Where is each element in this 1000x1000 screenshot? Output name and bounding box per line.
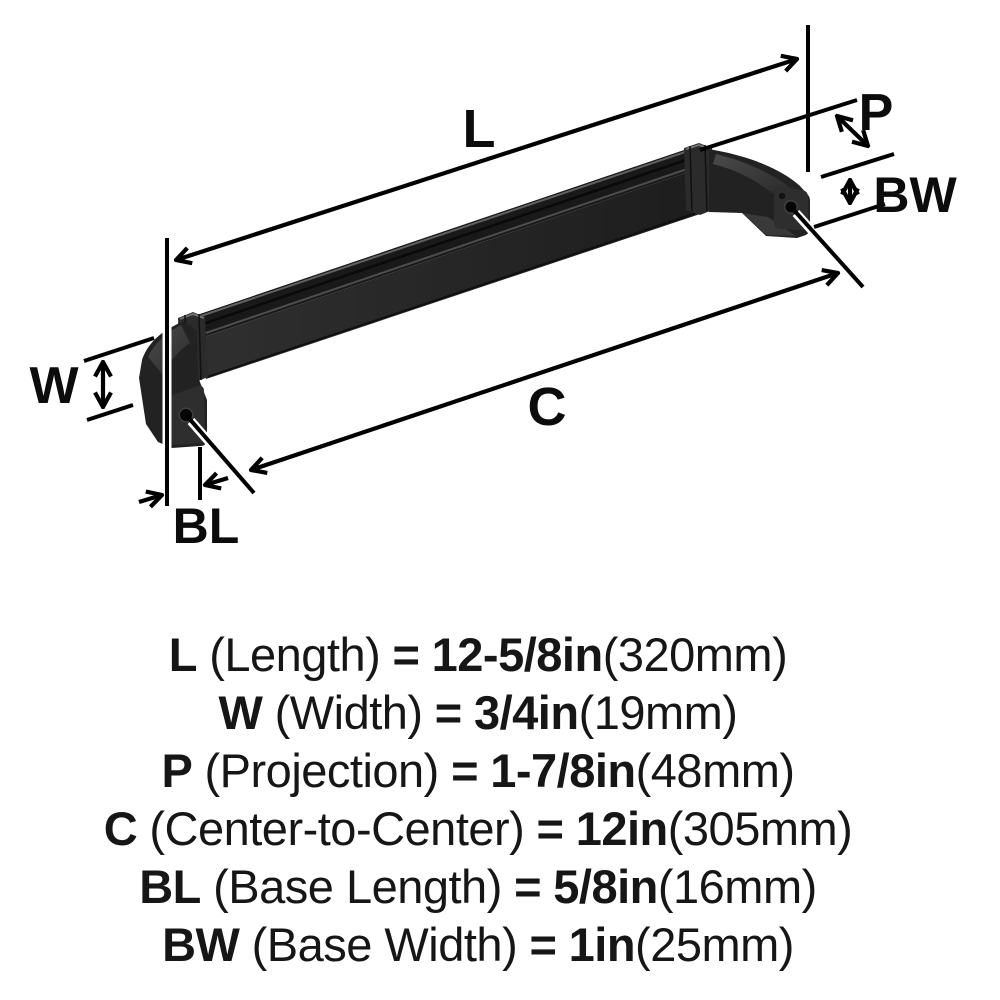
legend-metric: (16mm)	[657, 860, 817, 913]
legend-name: (Projection)	[204, 744, 440, 797]
legend-name: (Center-to-Center)	[149, 802, 525, 855]
extension-bw-bottom	[813, 202, 886, 229]
legend-value: 1in	[568, 918, 636, 971]
legend-row-length: L(Length)=12-5/8in(320mm)	[0, 626, 956, 684]
legend-symbol: BW	[162, 918, 240, 971]
dimension-arrows	[103, 59, 868, 502]
bar-groove-line	[193, 155, 696, 329]
diagram-labels: L C W P BW BL	[29, 84, 957, 554]
extension-c-right	[790, 206, 865, 289]
label-length: L	[463, 99, 496, 159]
legend-value: 5/8in	[553, 860, 658, 913]
bar-edge-highlight	[196, 165, 697, 337]
legend-symbol: BL	[139, 860, 201, 913]
dimension-line-L	[176, 59, 797, 260]
legend-symbol: P	[161, 744, 193, 797]
dimension-line-P	[837, 116, 868, 146]
dimension-legend: L(Length)=12-5/8in(320mm) W(Width)=3/4in…	[0, 626, 1000, 974]
extension-w-bottom	[86, 403, 134, 422]
legend-metric: (305mm)	[667, 802, 853, 855]
dimension-diagram: L C W P BW BL	[29, 25, 957, 554]
legend-value: 1-7/8in	[490, 744, 636, 797]
legend-metric: (25mm)	[635, 918, 794, 971]
legend-metric: (19mm)	[578, 686, 738, 739]
dimension-arrow-BL-right	[205, 478, 229, 485]
legend-row-base-length: BL(Base Length)=5/8in(16mm)	[0, 858, 956, 916]
right-base-dimple	[778, 192, 786, 200]
legend-name: (Base Length)	[213, 860, 502, 913]
legend-equals: =	[536, 802, 564, 855]
label-width: W	[29, 357, 79, 415]
extension-p-top	[699, 98, 858, 152]
extension-lines	[83, 25, 895, 506]
dimension-arrow-BL-left	[138, 495, 162, 502]
legend-symbol: W	[218, 686, 263, 739]
legend-row-projection: P(Projection)=1-7/8in(48mm)	[0, 742, 956, 800]
label-projection: P	[859, 84, 894, 142]
legend-row-base-width: BW(Base Width)=1in(25mm)	[0, 916, 956, 974]
handle-bar-front-face	[198, 169, 706, 379]
legend-row-center-to-center: C(Center-to-Center)=12in(305mm)	[0, 800, 956, 858]
legend-equals: =	[392, 628, 420, 681]
extension-c-left	[185, 414, 256, 495]
legend-symbol: L	[168, 628, 198, 681]
extension-bw-top	[820, 152, 895, 179]
legend-name: (Base Width)	[251, 918, 518, 971]
handle-drawing	[139, 143, 810, 448]
label-center-to-center: C	[528, 377, 567, 437]
legend-equals: =	[451, 744, 479, 797]
legend-value: 12in	[575, 802, 669, 855]
legend-symbol: C	[103, 802, 138, 855]
legend-value: 12-5/8in	[431, 628, 604, 681]
label-base-length: BL	[173, 498, 240, 554]
legend-metric: (320mm)	[602, 628, 788, 681]
legend-equals: =	[434, 686, 462, 739]
legend-equals: =	[514, 860, 542, 913]
legend-equals: =	[529, 918, 557, 971]
legend-metric: (48mm)	[635, 744, 795, 797]
legend-row-width: W(Width)=3/4in(19mm)	[0, 684, 956, 742]
legend-name: (Length)	[209, 628, 381, 681]
legend-value: 3/4in	[473, 686, 579, 739]
extension-w-top	[83, 336, 155, 363]
label-base-width: BW	[873, 167, 957, 223]
legend-name: (Width)	[274, 686, 423, 739]
dimension-line-C	[251, 273, 838, 470]
left-collar-ridge	[198, 313, 202, 381]
left-screw-hole-rim	[178, 407, 194, 423]
